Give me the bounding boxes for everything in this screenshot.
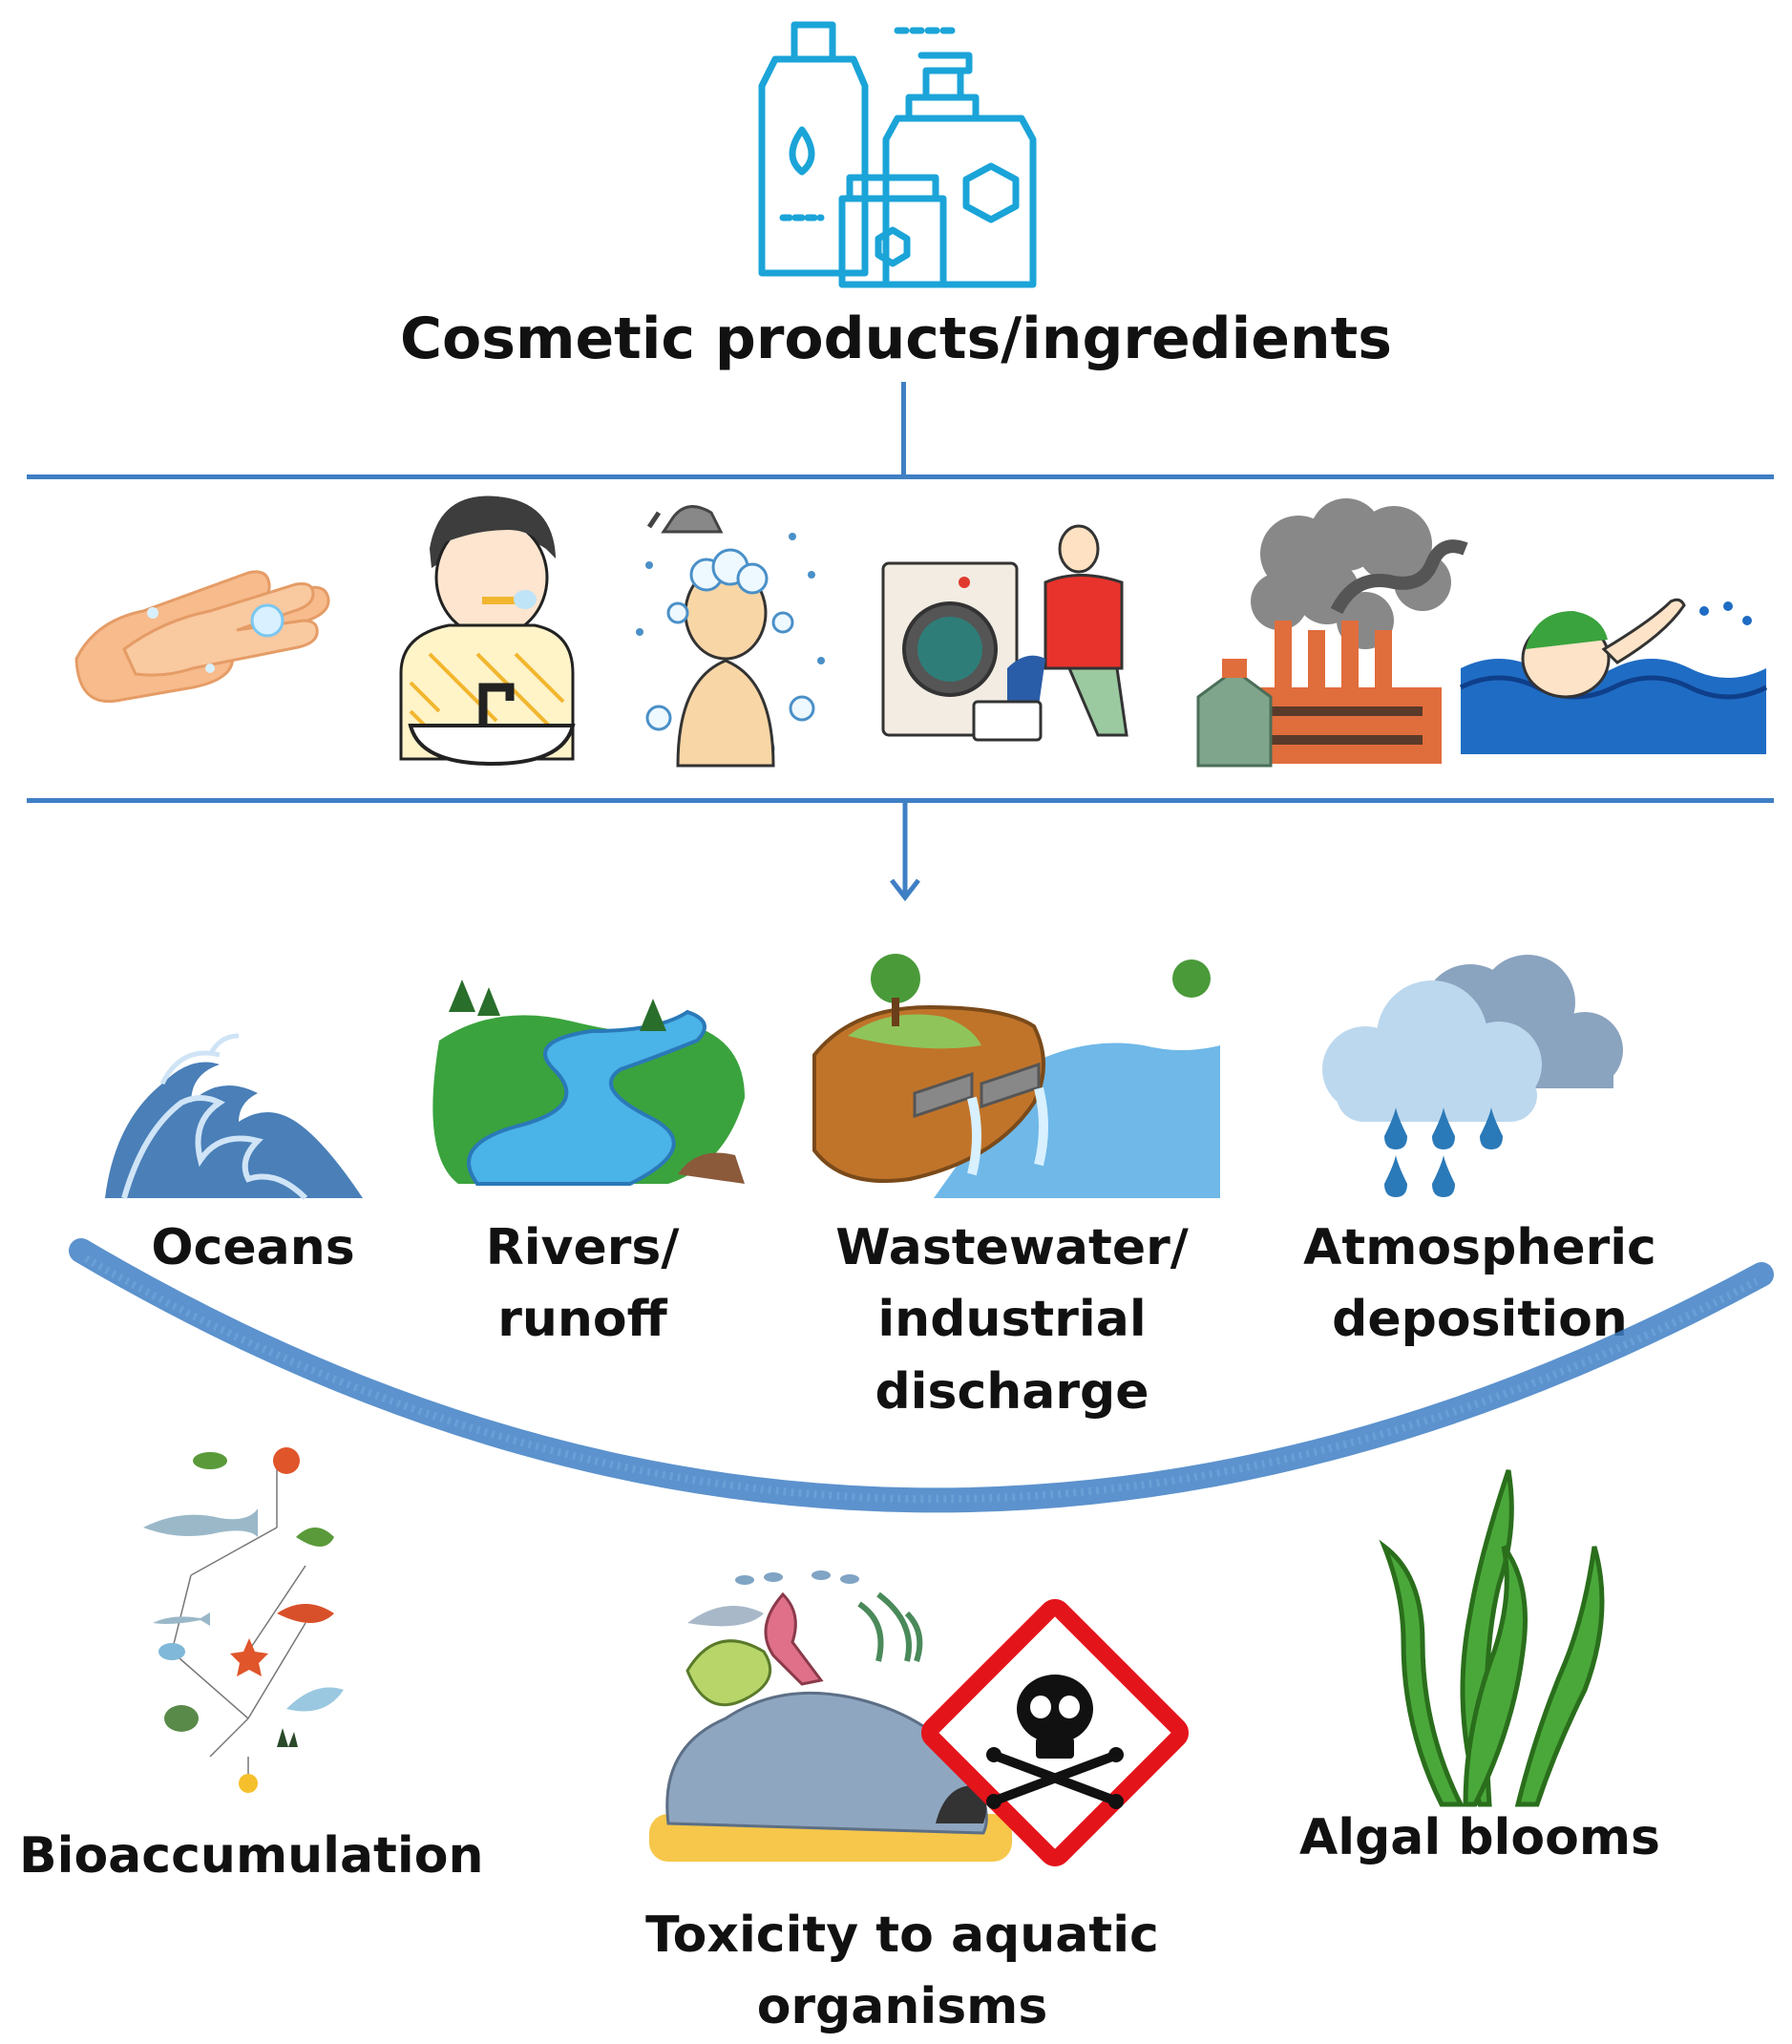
showering-icon <box>636 505 825 768</box>
river-runoff-icon <box>432 980 745 1186</box>
pathway-label-atmospheric: Atmospheric deposition <box>1303 1219 1656 1349</box>
hand-washing-icon <box>74 570 330 704</box>
effect-label-toxicity: Toxicity to aquatic organisms <box>645 1907 1159 2036</box>
wastewater-pipes-icon <box>812 954 1220 1198</box>
laundry-icon <box>881 524 1128 742</box>
band-bottom-line <box>27 798 1774 803</box>
food-web-icon <box>143 1447 344 1793</box>
connector-line <box>901 382 906 477</box>
brush-arc <box>69 1238 1774 1513</box>
swimmer-icon <box>1459 598 1768 754</box>
pathway-label-oceans: Oceans <box>151 1219 355 1276</box>
effect-label-algal-blooms: Algal blooms <box>1299 1809 1660 1866</box>
factory-smoke-icon <box>1196 498 1468 768</box>
ocean-wave-icon <box>105 1033 363 1201</box>
page-title: Cosmetic products/ingredients <box>399 306 1392 372</box>
pathway-label-rivers: Rivers/ runoff <box>485 1219 680 1349</box>
cosmetic-bottles-icon <box>758 21 1037 288</box>
tooth-brushing-icon <box>399 495 576 767</box>
reef-toxic-icon <box>649 1570 1190 1867</box>
algae-icon <box>1379 1469 1605 1807</box>
effect-label-bioaccumulation: Bioaccumulation <box>19 1827 484 1885</box>
rain-cloud-icon <box>1322 955 1623 1197</box>
pathway-label-wastewater: Wastewater/ industrial discharge <box>835 1219 1189 1421</box>
band-top-line <box>27 474 1774 479</box>
down-arrow-icon <box>890 802 920 902</box>
